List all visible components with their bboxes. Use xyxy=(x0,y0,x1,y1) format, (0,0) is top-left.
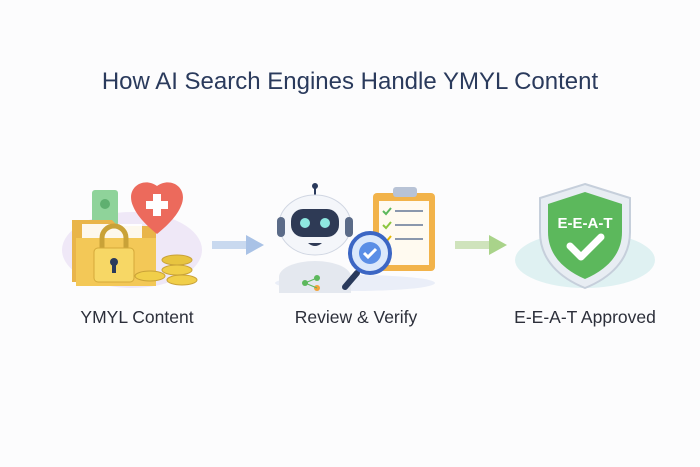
shield-check-icon: E-E-A-T xyxy=(515,182,655,290)
eeat-badge-text: E-E-A-T xyxy=(558,215,613,232)
arrow-right-icon xyxy=(212,235,264,255)
step-label-review-verify: Review & Verify xyxy=(294,307,418,327)
review-verify-icon xyxy=(275,183,435,293)
step-label-eeat-approved: E-E-A-T Approved xyxy=(514,307,656,327)
arrow-right-icon xyxy=(455,235,507,255)
page-title: How AI Search Engines Handle YMYL Conten… xyxy=(101,68,599,95)
ymyl-content-icon xyxy=(62,182,202,288)
step-label-ymyl-content: YMYL Content xyxy=(80,307,194,327)
